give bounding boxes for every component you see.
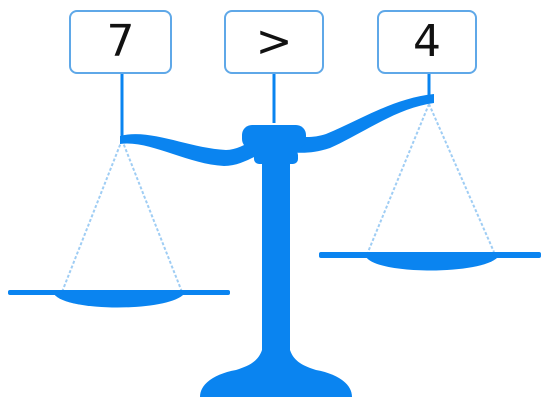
comparison-symbol: > bbox=[255, 16, 293, 67]
right-pan-chains bbox=[367, 103, 495, 253]
pillar-collar bbox=[254, 150, 298, 164]
left-pan-rim bbox=[8, 290, 230, 295]
right-pan-bowl bbox=[366, 257, 498, 271]
scale-beam bbox=[120, 94, 434, 166]
left-value-box: 7 bbox=[69, 10, 172, 74]
right-value: 4 bbox=[413, 16, 441, 67]
right-value-box: 4 bbox=[377, 10, 477, 74]
scale-base bbox=[200, 350, 352, 397]
right-pan-rim bbox=[319, 252, 541, 258]
left-pan-bowl bbox=[54, 294, 184, 308]
scale-pillar bbox=[262, 140, 290, 355]
left-pan-chains bbox=[61, 139, 183, 293]
left-value: 7 bbox=[106, 16, 135, 67]
comparison-symbol-box: > bbox=[224, 10, 324, 74]
